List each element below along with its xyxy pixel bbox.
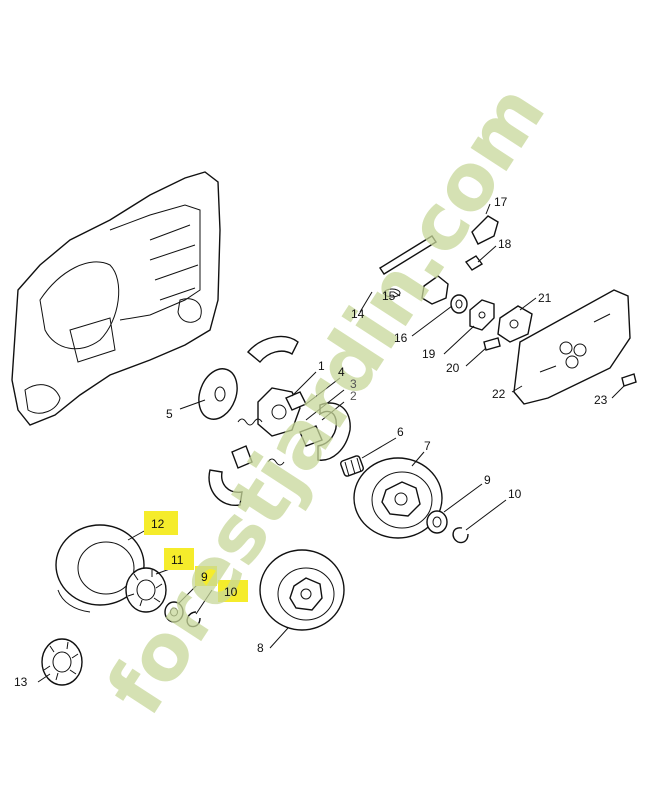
label-12: 12 [151, 517, 165, 531]
circlip-10-left [186, 611, 201, 628]
label-15: 15 [382, 289, 396, 303]
clip-18 [464, 255, 484, 271]
label-9-right: 9 [484, 473, 491, 487]
label-19: 19 [422, 347, 436, 361]
label-11: 11 [171, 553, 184, 567]
label-14: 14 [351, 307, 365, 321]
oil-pump-gear-15 [421, 275, 449, 305]
clutch-shoe-right-2 [299, 402, 351, 461]
label-16: 16 [394, 331, 408, 345]
bracket-17 [471, 215, 499, 245]
label-20: 20 [446, 361, 460, 375]
seal-ring-16 [450, 294, 468, 314]
screw-23 [621, 373, 637, 387]
part-labels: 1 4 3 2 5 6 7 9 10 12 11 9 10 8 13 14 15… [14, 195, 608, 689]
label-23: 23 [594, 393, 608, 407]
label-1: 1 [318, 359, 325, 373]
clutch-drum-7 [353, 457, 443, 539]
label-4: 4 [338, 365, 345, 379]
screw-20 [483, 337, 501, 351]
crankcase-housing [11, 171, 221, 426]
pump-shaft-14 [379, 235, 437, 298]
washer-9-right [426, 510, 448, 534]
highlight-12 [144, 511, 178, 535]
highlight-boxes [144, 511, 248, 602]
label-10-left: 10 [224, 585, 238, 599]
rim-sprocket-13 [41, 638, 83, 686]
rim-sprocket-11 [125, 567, 167, 613]
label-6: 6 [397, 425, 404, 439]
leader-lines [37, 203, 625, 683]
label-8: 8 [257, 641, 264, 655]
clutch-drum-8 [259, 549, 345, 631]
label-7: 7 [424, 439, 431, 453]
label-9-left: 9 [201, 570, 208, 584]
guide-21 [497, 305, 533, 343]
clutch-shoe-upper [247, 335, 299, 363]
highlight-9 [195, 566, 217, 586]
label-5: 5 [166, 407, 173, 421]
highlight-10 [218, 580, 248, 602]
clutch-disc-5 [198, 368, 238, 420]
label-22: 22 [492, 387, 506, 401]
label-13: 13 [14, 675, 28, 689]
clutch-shoe-lower [208, 445, 253, 506]
label-3: 3 [350, 377, 357, 391]
clutch-spring [237, 418, 285, 466]
label-18: 18 [498, 237, 512, 251]
clutch-drum-12 [55, 524, 145, 613]
label-21: 21 [538, 291, 552, 305]
circlip-10-right [452, 527, 469, 544]
label-17: 17 [494, 195, 508, 209]
tensioner-plate-19 [469, 299, 495, 331]
label-2: 2 [350, 389, 357, 403]
highlight-11 [164, 548, 194, 570]
washer-9-left [164, 601, 184, 623]
sprocket-cover-22 [513, 289, 631, 405]
needle-bearing-6 [340, 455, 364, 477]
label-10-right: 10 [508, 487, 522, 501]
